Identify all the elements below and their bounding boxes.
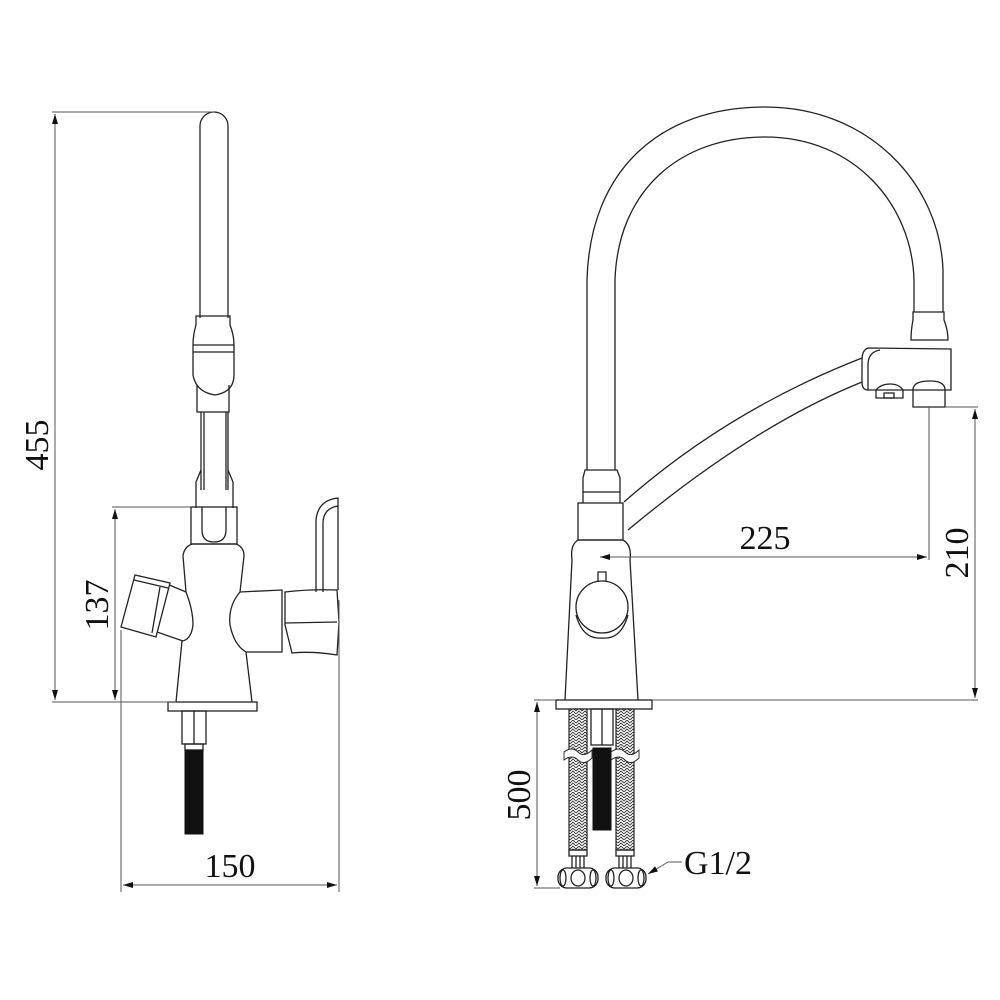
callout-g1-2: G1/2	[647, 845, 752, 882]
front-base-plate	[555, 699, 653, 710]
front-body	[564, 469, 639, 701]
dim-225: 225	[600, 407, 930, 560]
dim-label-500: 500	[501, 770, 538, 821]
front-supply-hoses	[557, 708, 647, 889]
threaded-stud	[184, 749, 204, 835]
side-spout-tube	[192, 111, 235, 508]
dim-137: 137	[79, 506, 191, 700]
thread-callout-label: G1/2	[684, 845, 752, 882]
dim-label-137: 137	[79, 580, 116, 631]
dim-455: 455	[19, 111, 214, 703]
side-view: 455 137 150	[19, 111, 340, 892]
front-pull-hose	[623, 357, 863, 531]
dim-label-455: 455	[19, 420, 56, 471]
front-arch-spout	[586, 106, 944, 470]
side-body	[120, 497, 340, 703]
front-view: 225 210 500 G1/2	[501, 106, 978, 889]
hose-nut-left	[557, 867, 599, 889]
front-threaded-stud	[592, 747, 612, 831]
dim-150: 150	[120, 600, 340, 892]
dim-label-150: 150	[205, 848, 256, 885]
front-spout-head	[861, 311, 952, 408]
dim-210: 210	[652, 406, 978, 701]
hose-nut-right	[605, 867, 647, 889]
side-base	[167, 701, 258, 835]
dim-500: 500	[501, 699, 560, 889]
dim-label-225: 225	[740, 520, 791, 557]
dim-label-210: 210	[939, 528, 976, 579]
